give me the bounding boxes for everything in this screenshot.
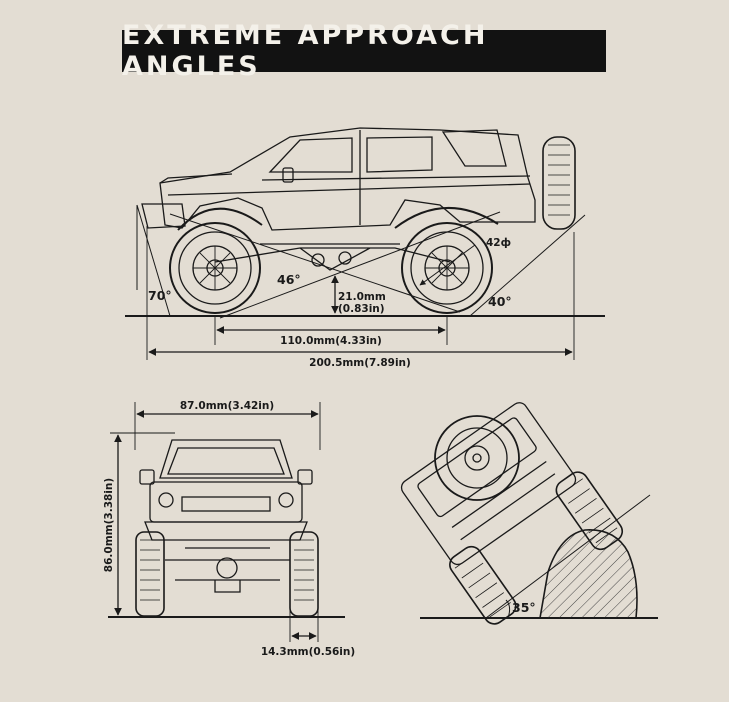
- truck-body-outline: [159, 127, 536, 231]
- climb-spare-tire: [434, 415, 520, 501]
- front-wheel: [169, 222, 261, 314]
- front-bumper-view: [144, 521, 308, 541]
- page-title: EXTREME APPROACH ANGLES: [122, 20, 489, 82]
- overall-length-label: 200.5mm(7.89in): [309, 357, 411, 369]
- side-window-front: [268, 137, 353, 173]
- front-left-tire: [135, 531, 165, 617]
- chassis-links: [214, 243, 451, 271]
- breakover-line-rear: [219, 211, 501, 319]
- front-bumper: [141, 203, 186, 229]
- side-view: [125, 127, 605, 360]
- climb-view: [400, 402, 658, 625]
- breakover-angle-label: 46°: [277, 272, 301, 287]
- rock-obstacle: [539, 529, 638, 619]
- climb-truck-body: [400, 402, 577, 566]
- breakover-line-front: [169, 213, 461, 313]
- incline-line: [485, 494, 651, 619]
- front-width-label: 87.0mm(3.42in): [180, 400, 274, 412]
- side-mirror: [282, 167, 294, 183]
- front-height-label: 86.0mm(3.38in): [103, 478, 115, 572]
- ground-clearance-mm: 21.0mm: [338, 291, 386, 303]
- tire-width-label: 14.3mm(0.56in): [261, 646, 355, 658]
- rear-wheel: [401, 222, 493, 314]
- front-view: [108, 402, 345, 642]
- approach-angle-label: 70°: [148, 288, 172, 303]
- spare-tire: [542, 136, 576, 230]
- tire-label: 42ф: [486, 237, 511, 249]
- ground-clearance-in: (0.83in): [338, 303, 385, 315]
- front-right-tire: [289, 531, 319, 617]
- approach-line: [136, 204, 171, 317]
- wheelbase-label: 110.0mm(4.33in): [280, 335, 382, 347]
- climb-rear-right-tire: [555, 471, 624, 551]
- climb-rear-left-tire: [449, 545, 517, 625]
- climb-angle-label: 35°: [512, 600, 536, 615]
- side-window-rear: [366, 136, 433, 173]
- departure-line: [469, 214, 586, 317]
- departure-angle-label: 40°: [488, 294, 512, 309]
- front-cab: [159, 439, 293, 479]
- side-window-back: [441, 129, 507, 167]
- title-banner: EXTREME APPROACH ANGLES: [122, 20, 606, 82]
